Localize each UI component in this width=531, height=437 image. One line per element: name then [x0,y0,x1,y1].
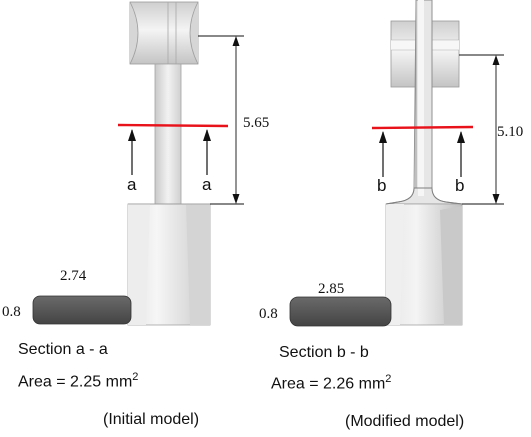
model-label-modified: (Modified model) [345,413,465,430]
dimension-5-65 [198,35,244,205]
arrow-b-right [457,131,465,177]
area-label-b: Area = 2.26 mm2 [271,373,391,393]
modified-model-part [385,0,463,326]
area-text-b: Area = 2.26 mm [271,375,386,393]
arrow-label-b-right: b [455,176,464,195]
section-width-b: 2.85 [318,281,344,297]
model-label-initial: (Initial model) [103,411,200,428]
dimension-value: 5.10 [497,124,523,140]
arrow-label-a-left: a [127,175,137,194]
arrow-a-left [128,129,136,175]
section-cut-line-a [117,123,229,128]
cross-section-a [32,295,132,325]
cross-section-b [289,296,392,327]
arrow-label-b-left: b [377,176,386,195]
dimension-5-10 [459,54,504,205]
section-height-b: 0.8 [259,306,278,322]
initial-model-part [127,1,211,326]
area-label-a: Area = 2.25 mm2 [18,371,138,391]
area-unit-exponent-a: 2 [132,371,139,383]
area-text-a: Area = 2.25 mm [18,373,133,391]
arrow-label-a-right: a [202,175,212,194]
arrow-a-right [203,129,211,175]
arrow-b-left [379,131,387,177]
section-title-b: Section b - b [279,344,369,361]
section-width-a: 2.74 [60,268,87,284]
area-unit-exponent-b: 2 [385,373,392,385]
section-height-a: 0.8 [2,304,21,320]
section-title-a: Section a - a [18,341,108,358]
dimension-value: 5.65 [243,115,269,131]
section-cut-line-b [371,125,474,130]
